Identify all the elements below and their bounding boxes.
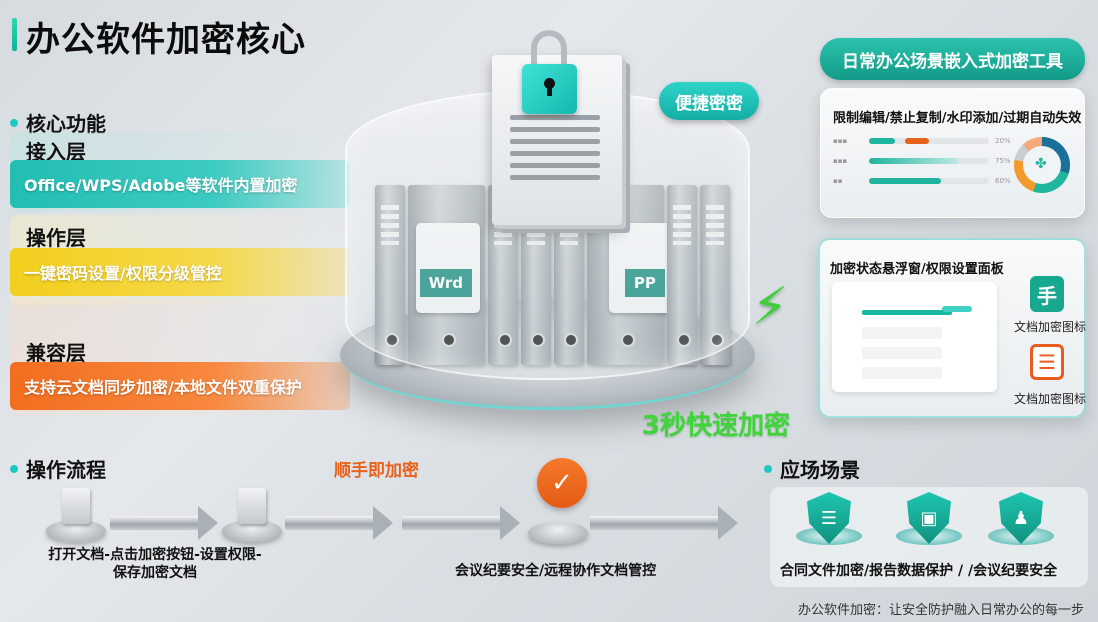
flow-arrow: [285, 506, 393, 540]
flow-arrow: [590, 506, 738, 540]
icon-caption: 文档加密图标: [1014, 320, 1087, 334]
flow-arrow: [402, 506, 520, 540]
bullet-icon: [10, 118, 18, 127]
padlock-icon: [522, 64, 577, 114]
title-accent-bar: [12, 18, 17, 51]
flow-arrow: [110, 506, 218, 540]
step-pedestal: [222, 520, 282, 542]
convenient-encryption-badge: 便捷密密: [659, 82, 759, 120]
workflow-result-caption: 会议纪要安全/远程协作文档管控: [455, 563, 657, 579]
scenarios-caption: 合同文件加密/报告数据保护 / /会议纪要安全: [780, 563, 1058, 579]
workflow-heading: 操作流程: [10, 454, 106, 483]
layer-operation-label: 操作层: [26, 226, 86, 250]
document-icon: [238, 488, 266, 524]
scenarios-card: ☰ ▣ ♟: [770, 487, 1088, 587]
scenarios-heading: 应场场景: [764, 454, 860, 483]
workflow-diagram: [30, 478, 750, 568]
step-pedestal: [46, 520, 106, 542]
panel-card: 加密状态悬浮窗/权限设置面板 手 文档加密图标 ☰ 文档加密图标: [818, 238, 1086, 418]
result-pedestal: [528, 522, 588, 544]
fast-encryption-label: 3秒快速加密: [642, 411, 791, 441]
donut-chart: ✤: [1014, 137, 1070, 193]
workflow-steps-caption: 打开文档-点击加密按钮-设置权限- 保存加密文档: [48, 547, 262, 581]
bullet-icon: [764, 464, 772, 473]
layer-compat-label: 兼容层: [26, 341, 86, 365]
icon-caption: 文档加密图标: [1014, 392, 1087, 406]
embedded-tools-title: 日常办公场景嵌入式加密工具: [820, 38, 1085, 80]
features-card: 限制编辑/禁止复制/水印添加/过期自动失效 ▪▪▪ 20% ▪▪▪ 75% ▪▪…: [820, 88, 1085, 218]
leaf-icon: ✤: [1035, 156, 1047, 172]
footer-slogan: 办公软件加密：让安全防护融入日常办公的每一步: [797, 603, 1084, 618]
bar-row: ▪▪▪ 75%: [833, 157, 1011, 165]
padlock-shackle: [531, 30, 567, 70]
workflow-tagline: 顺手即加密: [334, 461, 419, 481]
layer-access-band: Office/WPS/Adobe等软件内置加密: [10, 160, 350, 208]
bullet-icon: [10, 464, 18, 473]
doc-encrypt-icon-orange: ☰: [1030, 344, 1064, 380]
check-icon: ✓: [537, 458, 587, 508]
permission-panel-preview: [832, 282, 997, 392]
lightning-icon: ⚡: [751, 277, 789, 337]
doc-encrypt-icon-green: 手: [1030, 276, 1064, 312]
core-functions-heading: 核心功能: [10, 108, 106, 137]
features-heading: 限制编辑/禁止复制/水印添加/过期自动失效: [833, 111, 1082, 126]
bar-row: ▪▪▪ 20%: [833, 137, 1011, 145]
document-icon: [62, 488, 90, 524]
layer-operation-band: 一键密码设置/权限分级管控: [10, 248, 350, 296]
bar-row: ▪▪ 60%: [833, 177, 1011, 185]
panel-heading: 加密状态悬浮窗/权限设置面板: [830, 262, 1004, 277]
page-title: 办公软件加密核心: [26, 20, 306, 60]
layer-compat-band: 支持云文档同步加密/本地文件双重保护: [10, 362, 350, 410]
